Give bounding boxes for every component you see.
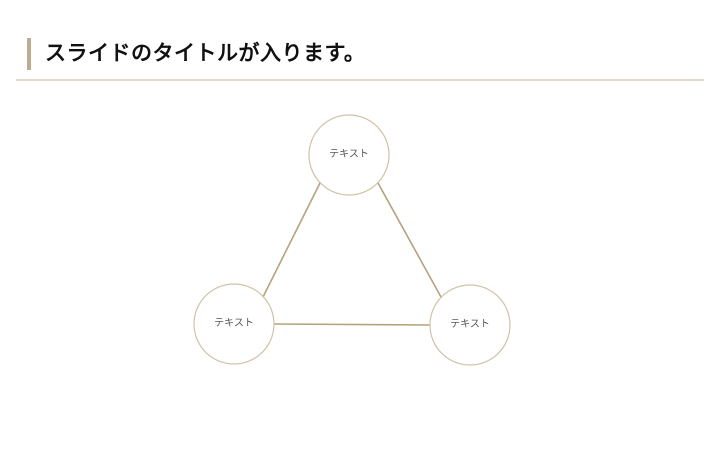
title-divider (16, 79, 704, 81)
node-circle-top (308, 114, 390, 196)
node-label-bottom-right: テキスト (450, 319, 490, 330)
node-circle-bottom-left (193, 283, 275, 365)
connector-top-right (377, 182, 442, 298)
connector-top-left (262, 182, 321, 298)
slide-title: スライドのタイトルが入ります。 (45, 41, 366, 65)
node-circle-bottom-right (429, 284, 511, 366)
node-label-bottom-left: テキスト (214, 318, 254, 329)
connector-bottom (273, 323, 431, 326)
title-accent-bar (27, 38, 31, 70)
node-label-top: テキスト (329, 149, 369, 160)
